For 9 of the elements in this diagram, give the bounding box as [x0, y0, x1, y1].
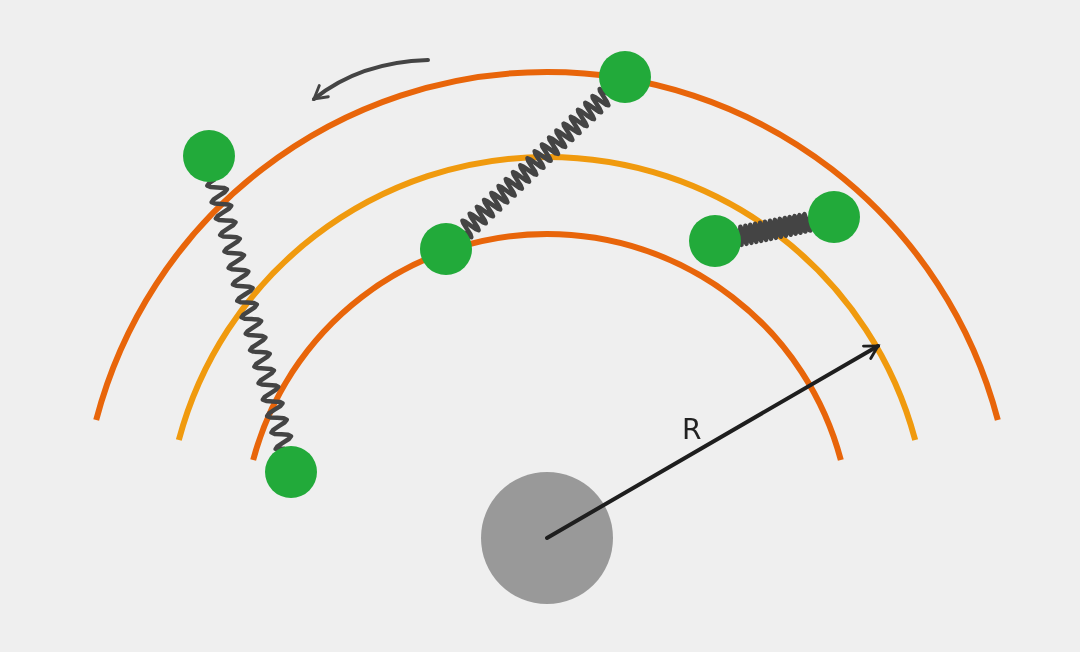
ball: [183, 130, 235, 182]
spring: [460, 86, 611, 240]
ball: [808, 191, 860, 243]
ball: [420, 223, 472, 275]
ball: [265, 446, 317, 498]
ball: [599, 51, 651, 103]
radius-label: R: [682, 416, 702, 444]
spring: [736, 211, 813, 248]
ball: [689, 215, 741, 267]
